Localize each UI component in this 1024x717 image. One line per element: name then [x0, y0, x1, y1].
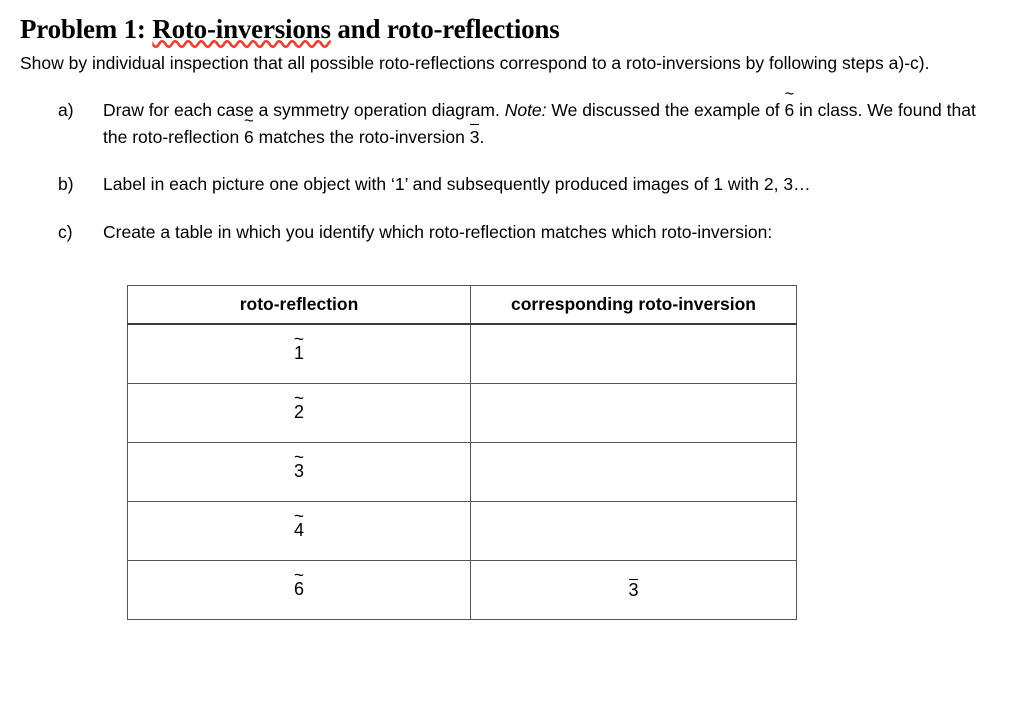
note-label: Note: — [504, 100, 547, 121]
cell-roto-inversion — [470, 441, 797, 502]
column-header-roto-inversion: corresponding roto-inversion — [470, 284, 797, 325]
title-spellchecked-word: Roto-inversions — [152, 14, 331, 44]
intro-paragraph: Show by individual inspection that all p… — [20, 53, 930, 73]
list-item: a) Draw for each case a symmetry operatio… — [58, 84, 1000, 150]
cell-roto-inversion — [470, 382, 797, 443]
list-item-marker: c) — [58, 221, 73, 242]
title-suffix: and roto-reflections — [330, 14, 560, 44]
cell-roto-reflection: ~1 — [127, 323, 471, 384]
list-item-marker: b) — [58, 174, 74, 195]
step-a-text-5: . — [479, 126, 485, 147]
step-a-text-1: Draw for each case a symmetry operation … — [103, 100, 505, 121]
list-item: b) Label in each picture one object with … — [58, 172, 1000, 197]
step-a-text-2: We discussed the example of — [546, 100, 785, 121]
symbol-6-tilde: ~6 — [784, 84, 795, 121]
cell-roto-reflection: ~6 — [127, 559, 471, 620]
table-row: ~2 — [127, 382, 797, 443]
cell-roto-reflection: ~3 — [127, 441, 471, 502]
symbol-1-tilde: ~1 — [293, 330, 304, 364]
symbol-6-tilde-2: ~6 — [244, 110, 254, 147]
cell-roto-reflection: ~4 — [127, 500, 471, 561]
step-c-text: Create a table in which you identify whi… — [103, 221, 773, 242]
step-a-text-4: matches the roto-inversion — [253, 126, 470, 147]
cell-roto-inversion — [470, 323, 797, 384]
cell-roto-inversion — [470, 500, 797, 561]
table-row: ~6 3 — [127, 559, 797, 620]
symbol-4-tilde: ~4 — [293, 507, 304, 541]
cell-roto-reflection: ~2 — [127, 382, 471, 443]
list-item-marker: a) — [58, 100, 74, 121]
roto-table: roto-reflection corresponding roto-inver… — [127, 284, 797, 620]
title-prefix: Problem 1: — [20, 14, 153, 44]
table-header-row: roto-reflection corresponding roto-inver… — [127, 284, 797, 325]
symbol-3-overline: 3 — [470, 123, 479, 150]
column-header-roto-reflection: roto-reflection — [127, 284, 471, 325]
table-row: ~4 — [127, 500, 797, 561]
symbol-2-tilde: ~2 — [293, 389, 304, 423]
step-b-text: Label in each picture one object with ‘1… — [103, 174, 811, 195]
step-a-text-3: in class. We found that the roto-reflect… — [103, 100, 976, 147]
table-header: roto-reflection corresponding roto-inver… — [127, 284, 797, 325]
symbol-6-tilde: ~6 — [293, 566, 304, 600]
table-body: ~1 ~2 ~3 ~4 ~6 3 — [127, 323, 797, 620]
steps-list: a) Draw for each case a symmetry operatio… — [20, 84, 1000, 245]
list-item: c) Create a table in which you identify w… — [58, 220, 1000, 245]
table-row: ~1 — [127, 323, 797, 384]
cell-roto-inversion: 3 — [470, 559, 797, 620]
symbol-3-tilde: ~3 — [293, 448, 304, 482]
symbol-3-overline: 3 — [628, 578, 639, 600]
page-title: Problem 1: Roto-inversions and roto-refl… — [20, 14, 1000, 45]
table-row: ~3 — [127, 441, 797, 502]
document-page: Problem 1: Roto-inversions and roto-refl… — [20, 14, 1000, 620]
